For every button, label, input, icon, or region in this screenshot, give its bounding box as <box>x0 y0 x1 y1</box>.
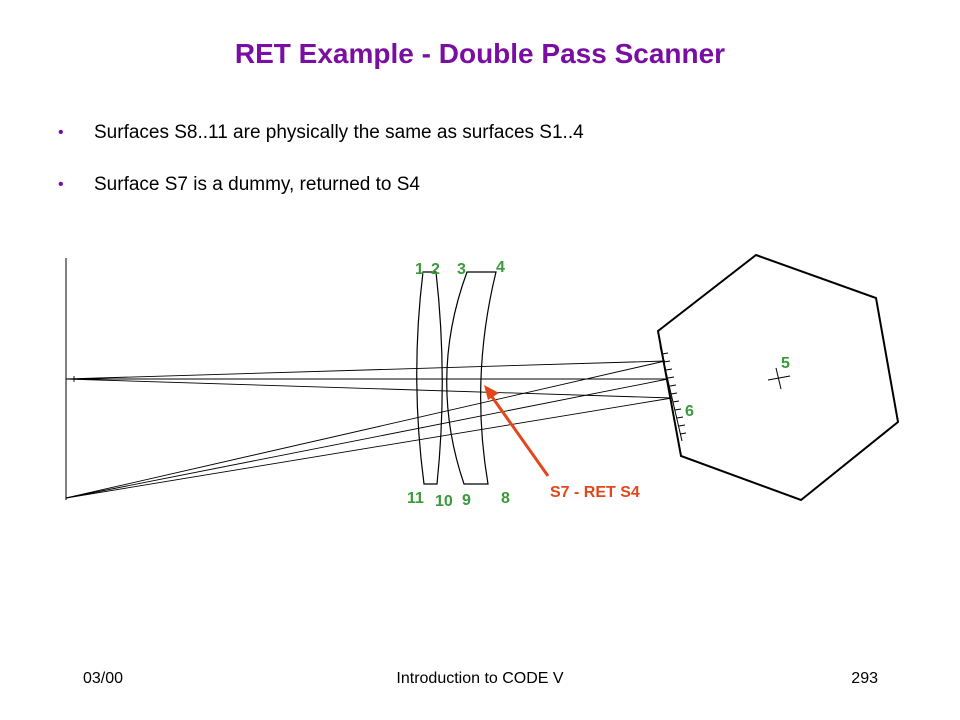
bullet-text: Surfaces S8..11 are physically the same … <box>94 122 584 143</box>
polygon-mirror <box>656 253 900 502</box>
surface-label-10: 10 <box>435 493 453 510</box>
bullet-dot-icon: • <box>58 124 64 141</box>
surface-label-3: 3 <box>457 261 466 278</box>
footer-page-number: 293 <box>851 670 878 687</box>
bullet-dot-icon: • <box>58 176 64 193</box>
surface-label-1: 1 <box>415 261 424 278</box>
lens-element-1 <box>416 271 443 485</box>
bullet-item: • Surfaces S8..11 are physically the sam… <box>58 118 584 148</box>
annotation-arrow <box>488 393 550 477</box>
surface-label-6: 6 <box>685 403 694 420</box>
ray-bundle-axial <box>65 360 673 399</box>
lens-element-2 <box>446 271 497 485</box>
surface-label-9: 9 <box>462 492 471 509</box>
surface-label-2: 2 <box>431 261 440 278</box>
slide-title: RET Example - Double Pass Scanner <box>234 38 726 69</box>
bullet-list: • Surfaces S8..11 are physically the sam… <box>58 118 584 222</box>
surface-label-8: 8 <box>501 490 510 507</box>
footer-course-title: Introduction to CODE V <box>396 670 564 687</box>
surface-label-11: 11 <box>407 490 424 507</box>
annotation-label: S7 - RET S4 <box>550 484 640 501</box>
ray-bundle-off-axis <box>65 360 673 499</box>
footer-date: 03/00 <box>83 670 124 687</box>
bullet-text: Surface S7 is a dummy, returned to S4 <box>94 174 420 195</box>
surface-label-5: 5 <box>781 355 790 372</box>
bullet-item: • Surface S7 is a dummy, returned to S4 <box>58 170 584 200</box>
rotation-center-icon <box>767 367 791 390</box>
annotation-arrow-head <box>484 385 499 400</box>
surface-label-4: 4 <box>496 259 505 276</box>
facet-hatch <box>659 345 687 442</box>
